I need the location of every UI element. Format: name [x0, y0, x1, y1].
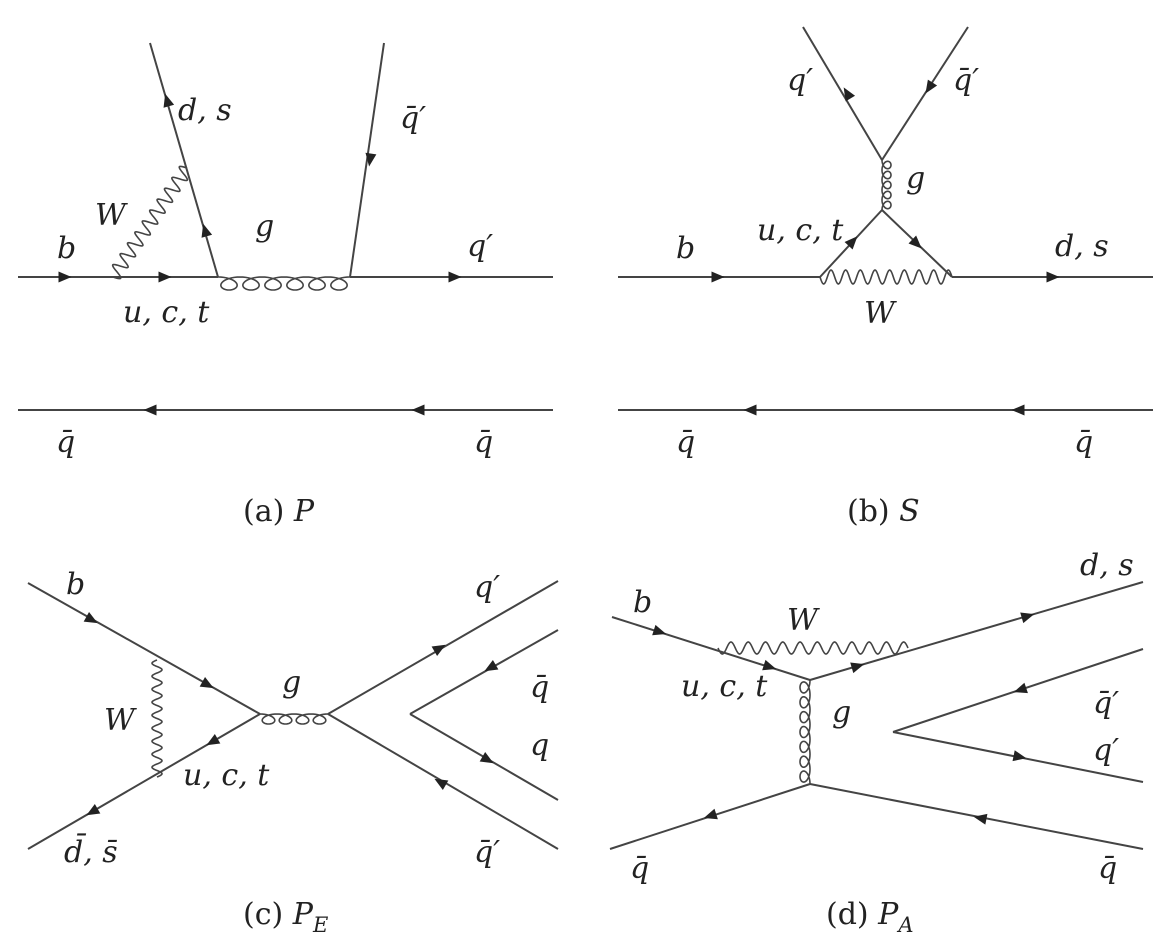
diagram-d-lines: [609, 581, 1144, 850]
diagram-a-label-internal: u, c, t: [123, 295, 210, 330]
diagram-d: b W u, c, t d, s g q̄′ q′ q̄ q̄ (d) PA: [609, 548, 1144, 937]
diagram-a-label-q-prime: q′: [467, 229, 493, 264]
diagram-c-label-b: b: [66, 567, 85, 602]
diagram-d-label-w: W: [787, 603, 820, 638]
diagram-c-label-internal: u, c, t: [183, 758, 270, 793]
diagram-d-label-qbar-right: q̄: [1098, 851, 1117, 886]
diagram-b-w-boson: [819, 269, 953, 285]
diagram-b-label-spectator-left: q̄: [676, 425, 695, 460]
diagram-d-label-emitted: d, s: [1080, 548, 1134, 583]
diagram-d-label-q-prime: q′: [1093, 733, 1119, 768]
diagram-b-label-q-prime: q′: [787, 63, 813, 98]
diagram-d-arrows: [652, 612, 1035, 825]
diagram-a-label-w: W: [95, 198, 128, 233]
diagram-c-label-qbar: q̄: [530, 670, 549, 705]
diagram-b-label-spectator-right: q̄: [1074, 425, 1093, 460]
diagram-c-label-q-prime: q′: [474, 570, 500, 605]
diagram-a-caption: (a) P: [243, 494, 315, 529]
diagram-c-w-boson: [151, 659, 163, 778]
diagram-c-label-dbar: d̄, s̄: [64, 832, 118, 870]
diagram-d-label-b: b: [633, 585, 652, 620]
diagram-b-label-qbar-prime: q̄′: [953, 63, 979, 98]
diagram-b-gluon: [881, 159, 892, 211]
diagram-b-label-internal: u, c, t: [757, 213, 844, 248]
diagram-a-label-b: b: [57, 231, 76, 266]
diagram-c-label-w: W: [104, 703, 137, 738]
diagram-a-arrows: [58, 93, 462, 416]
diagram-c-label-qbar-prime: q̄′: [474, 835, 500, 870]
diagram-a-w-boson: [111, 165, 189, 280]
diagram-b-label-emitted: d, s: [1055, 229, 1109, 264]
diagram-c-label-gluon: g: [282, 665, 301, 700]
diagram-a-label-gluon: g: [255, 209, 274, 244]
diagram-b: b W u, c, t d, s g q′ q̄′ q̄ q̄ (b) S: [618, 26, 1153, 529]
diagram-a: b W u, c, t d, s g q̄′ q′ q̄ q̄ (a) P: [18, 42, 553, 529]
diagram-a-label-spectator-left: q̄: [56, 425, 75, 460]
diagram-d-label-gluon: g: [832, 695, 851, 730]
diagram-c-gluon: [259, 713, 329, 725]
diagram-a-gluon: [217, 276, 351, 291]
diagram-a-label-qbar-prime: q̄′: [400, 101, 426, 136]
diagram-d-label-internal: u, c, t: [681, 669, 768, 704]
diagram-b-caption: (b) S: [847, 494, 920, 529]
diagram-b-label-b: b: [676, 231, 695, 266]
diagram-c: b W u, c, t d̄, s̄ g q′ q̄ q q̄′ (c) PE: [27, 567, 559, 937]
diagram-c-caption: (c) PE: [243, 897, 328, 937]
diagram-d-label-qbar-left: q̄: [630, 851, 649, 886]
diagram-d-gluon: [799, 679, 811, 785]
diagram-c-arrows: [83, 612, 499, 816]
diagram-a-label-spectator-right: q̄: [474, 425, 493, 460]
diagram-a-label-emitted: d, s: [178, 93, 232, 128]
diagram-b-lines: [618, 26, 1153, 411]
diagram-c-label-q: q: [530, 728, 549, 763]
diagram-d-label-qbar-prime: q̄′: [1093, 686, 1119, 721]
diagram-b-label-gluon: g: [906, 161, 925, 196]
diagram-d-caption: (d) PA: [826, 897, 914, 937]
diagram-b-label-w: W: [864, 296, 897, 331]
diagram-d-w-boson: [717, 641, 909, 655]
diagram-b-arrows: [711, 79, 1060, 416]
